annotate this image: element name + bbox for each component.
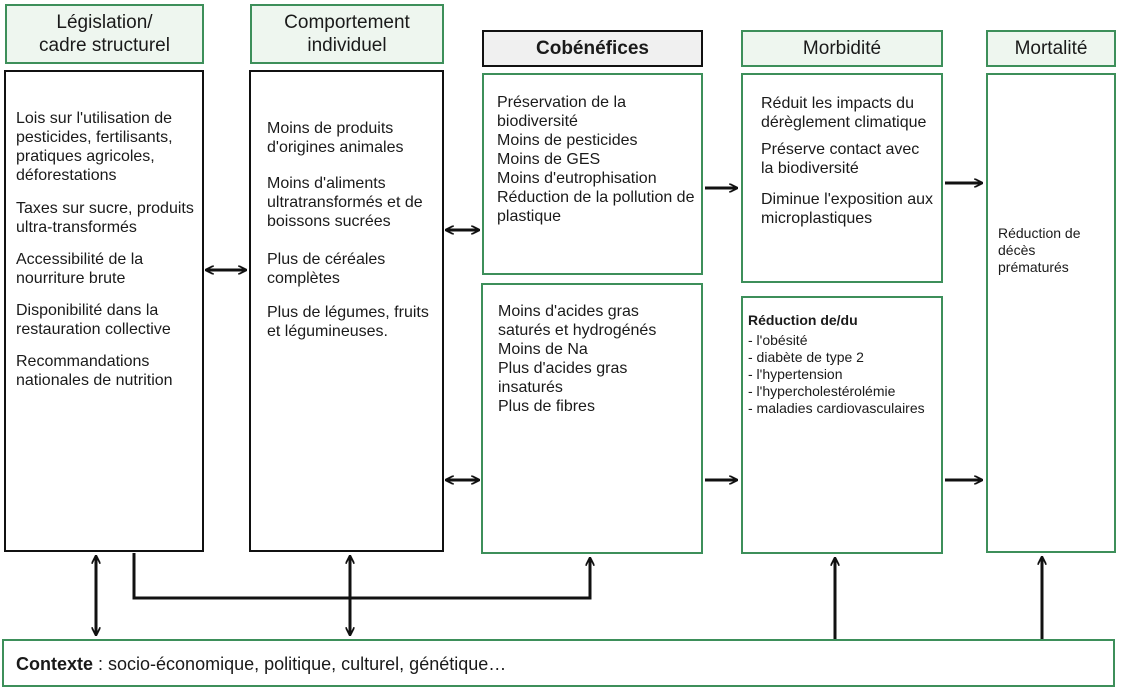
contexte-text: : socio-économique, politique, culturel,… bbox=[93, 654, 507, 674]
header-legislation: Législation/ cadre structurel bbox=[5, 4, 204, 64]
header-morbidite-text: Morbidité bbox=[802, 38, 882, 59]
morbidite-nutri-item: - diabète de type 2 bbox=[748, 349, 864, 365]
legislation-item: Disponibilité dans la restauration colle… bbox=[16, 302, 171, 338]
header-legislation-text: Législation/ cadre structurel bbox=[39, 11, 170, 57]
cobenefices-env-item: Moins de GES bbox=[497, 151, 601, 168]
contexte-label: Contexte bbox=[16, 654, 94, 674]
morbidite-nutri-item: - l'hypercholestérolémie bbox=[748, 383, 896, 399]
mortalite-text: Réduction de décès prématurés bbox=[998, 225, 1081, 275]
morbidite-nutri-item: - maladies cardiovasculaires bbox=[748, 400, 925, 416]
contexte-box: Contexte : socio-économique, politique, … bbox=[2, 639, 1115, 687]
cobenefices-env-item: Moins de pesticides bbox=[497, 132, 638, 149]
header-cobenefices: Cobénéfices bbox=[482, 30, 703, 67]
cobenefices-nutri-item: Moins de Na bbox=[498, 341, 588, 358]
header-morbidite: Morbidité bbox=[741, 30, 943, 67]
connector-legislation-cobenefices bbox=[132, 553, 590, 600]
morbidite-nutri-title: Réduction de/du bbox=[748, 312, 858, 328]
comportement-item: Moins d'aliments ultratransformés et de … bbox=[267, 175, 423, 230]
mortalite-box: Réduction de décès prématurés bbox=[986, 73, 1116, 553]
cobenefices-env-item: Moins d'eutrophisation bbox=[497, 170, 657, 187]
morbidite-env-item: Réduit les impacts du dérèglement climat… bbox=[761, 95, 927, 131]
legislation-box: Lois sur l'utilisation de pesticides, fe… bbox=[4, 70, 204, 552]
cobenefices-env-item: Préservation de la biodiversité bbox=[497, 94, 626, 130]
comportement-item: Plus de céréales complètes bbox=[267, 251, 386, 287]
legislation-item: Accessibilité de la nourriture brute bbox=[16, 251, 144, 287]
cobenefices-nutri-item: Plus de fibres bbox=[498, 398, 595, 415]
header-comportement: Comportement individuel bbox=[250, 4, 444, 64]
header-cobenefices-text: Cobénéfices bbox=[536, 38, 649, 59]
morbidite-env-item: Diminue l'exposition aux microplastiques bbox=[761, 191, 934, 227]
cobenefices-env-item: Réduction de la pollution de plastique bbox=[497, 189, 695, 225]
legislation-item: Lois sur l'utilisation de pesticides, fe… bbox=[16, 110, 173, 184]
header-mortalite-text: Mortalité bbox=[1014, 38, 1088, 59]
morbidite-env-item: Préserve contact avec la biodiversité bbox=[761, 141, 920, 177]
header-legislation-line1: Législation/ bbox=[56, 12, 153, 33]
legislation-item: Taxes sur sucre, produits ultra-transfor… bbox=[16, 200, 194, 236]
header-comportement-line2: individuel bbox=[307, 35, 387, 56]
header-comportement-text: Comportement individuel bbox=[284, 11, 410, 57]
cobenefices-nutri-item: Plus d'acides gras insaturés bbox=[498, 360, 628, 396]
morbidite-nutri-item: - l'obésité bbox=[748, 332, 808, 348]
comportement-item: Plus de légumes, fruits et légumineuses. bbox=[267, 304, 429, 340]
morbidite-nutri-item: - l'hypertension bbox=[748, 366, 843, 382]
morbidite-env-box: Réduit les impacts du dérèglement climat… bbox=[741, 73, 943, 283]
header-comportement-line1: Comportement bbox=[284, 12, 410, 33]
header-legislation-line2: cadre structurel bbox=[39, 35, 170, 56]
header-mortalite: Mortalité bbox=[986, 30, 1116, 67]
cobenefices-env-box: Préservation de la biodiversité Moins de… bbox=[482, 73, 703, 275]
legislation-item: Recommandations nationales de nutrition bbox=[16, 353, 173, 389]
cobenefices-nutri-item: Moins d'acides gras saturés et hydrogéné… bbox=[498, 303, 657, 339]
comportement-item: Moins de produits d'origines animales bbox=[267, 120, 404, 156]
cobenefices-nutri-box: Moins d'acides gras saturés et hydrogéné… bbox=[481, 283, 703, 554]
comportement-box: Moins de produits d'origines animales Mo… bbox=[249, 70, 444, 552]
morbidite-nutri-box: Réduction de/du - l'obésité - diabète de… bbox=[741, 296, 943, 554]
